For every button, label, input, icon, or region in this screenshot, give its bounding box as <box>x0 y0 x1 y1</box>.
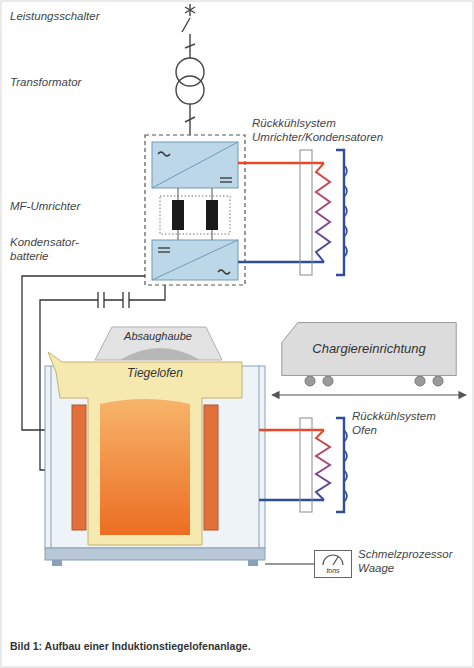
cooling-pipes-converter-part <box>238 261 324 263</box>
crucible-furnace-part <box>100 399 190 535</box>
charging-vehicle-wheels-part <box>305 376 315 386</box>
mf-converter-symbol-part <box>158 247 170 248</box>
mf-converter-symbol-part <box>152 142 238 188</box>
extraction-hood-part <box>120 348 200 360</box>
crucible-furnace-part <box>52 560 62 566</box>
crucible-furnace-part <box>72 405 86 530</box>
transformer-symbol-part <box>176 76 204 104</box>
mf-converter-symbol-part <box>172 200 184 230</box>
heat-exchanger-furnace-part <box>344 430 347 502</box>
circuit-breaker-part <box>185 7 195 13</box>
part-label: Rückkühlsystem Umrichter/Kondensatoren <box>252 117 402 145</box>
circuit-breaker-part <box>185 44 195 48</box>
part-label: Rückkühlsystem Ofen <box>352 410 452 438</box>
node-text: tons <box>326 567 339 575</box>
capacitor-battery-wiring-part <box>97 292 98 308</box>
heat-exchanger-furnace <box>300 418 347 512</box>
mf-converter-symbol-part <box>160 196 230 234</box>
heat-exchanger-converter-part <box>300 150 312 275</box>
crucible-furnace-part <box>259 366 260 548</box>
cooling-pipes-converter-part <box>238 162 324 164</box>
heat-exchanger-converter <box>300 150 347 275</box>
transformer-symbol-part <box>176 58 204 86</box>
heat-exchanger-converter-part <box>336 150 344 275</box>
circuit-breaker-part <box>182 18 190 32</box>
heat-exchanger-furnace-part <box>316 430 330 500</box>
capacitor-battery-wiring-part <box>128 292 129 308</box>
node-text: Tiegelofen <box>127 367 183 381</box>
charging-vehicle-wheels-part <box>415 376 425 386</box>
mf-converter-symbol <box>145 135 245 285</box>
mf-converter-symbol-part <box>218 270 230 274</box>
scale-dial-box: tons <box>314 550 352 578</box>
mf-converter-symbol-part <box>145 135 245 285</box>
part-label: MF-Umrichter <box>10 200 130 214</box>
mf-converter-symbol-part <box>220 181 232 182</box>
capacitor-battery-wiring-part <box>122 292 123 308</box>
mf-converter-symbol-part <box>206 200 218 230</box>
heat-exchanger-furnace-part <box>336 418 344 512</box>
charging-vehicle-wheels-part <box>433 376 443 386</box>
charging-vehicle-wheels <box>305 376 443 386</box>
part-label: Leistungsschalter <box>10 10 140 24</box>
crucible-furnace-part <box>45 548 265 560</box>
extraction-hood-part <box>95 327 222 360</box>
node-text: Absaughaube <box>124 330 192 343</box>
mf-converter-symbol-part <box>152 240 238 280</box>
part-label: Schmelzprozessor Waage <box>358 548 468 576</box>
scale-dial-part <box>323 555 343 565</box>
furnace-box: Tiegelofen <box>45 360 265 566</box>
crucible-furnace-part <box>204 405 218 530</box>
cooling-pipes-furnace <box>259 430 324 500</box>
truck-body <box>282 323 456 376</box>
hood-label-box: Absaughaube <box>108 327 208 349</box>
mf-converter-symbol-part <box>220 177 232 178</box>
capacitor-battery-wiring-part <box>103 292 104 308</box>
circuit-breaker <box>182 4 195 58</box>
scale-dial <box>323 555 343 565</box>
cooling-pipes-furnace-part <box>259 429 324 431</box>
heat-exchanger-converter-part <box>344 165 347 257</box>
mf-converter-symbol-part <box>152 240 238 280</box>
charging-vehicle-box: Chargiereinrichtung <box>280 322 458 376</box>
scale-dial-part <box>333 557 338 565</box>
crucible-furnace-part <box>48 352 242 545</box>
crucible-furnace-part <box>51 366 52 548</box>
extraction-hood <box>95 327 222 360</box>
transformer-symbol-part <box>185 117 195 122</box>
part-label: Kondensator- batterie <box>10 236 90 264</box>
transformer-symbol <box>176 58 204 135</box>
figure-caption: Bild 1: Aufbau einer Induktionstiegelofe… <box>10 640 251 652</box>
mf-converter-symbol-part <box>152 142 238 188</box>
crucible-furnace <box>45 352 265 566</box>
crucible-furnace-part <box>248 560 258 566</box>
circuit-breaker-part <box>185 7 195 13</box>
part-label: Transformator <box>10 76 140 90</box>
heat-exchanger-furnace-part <box>300 418 312 512</box>
charging-vehicle-wheels-part <box>323 376 333 386</box>
heat-exchanger-converter-part <box>316 163 330 262</box>
mf-converter-symbol-part <box>158 152 170 156</box>
travel-arrow <box>272 394 466 395</box>
signal-wire <box>265 563 314 564</box>
cooling-pipes-converter <box>238 163 324 262</box>
cooling-pipes-furnace-part <box>259 499 324 501</box>
mf-converter-symbol-part <box>158 251 170 252</box>
node-text: Chargiereinrichtung <box>312 342 425 357</box>
